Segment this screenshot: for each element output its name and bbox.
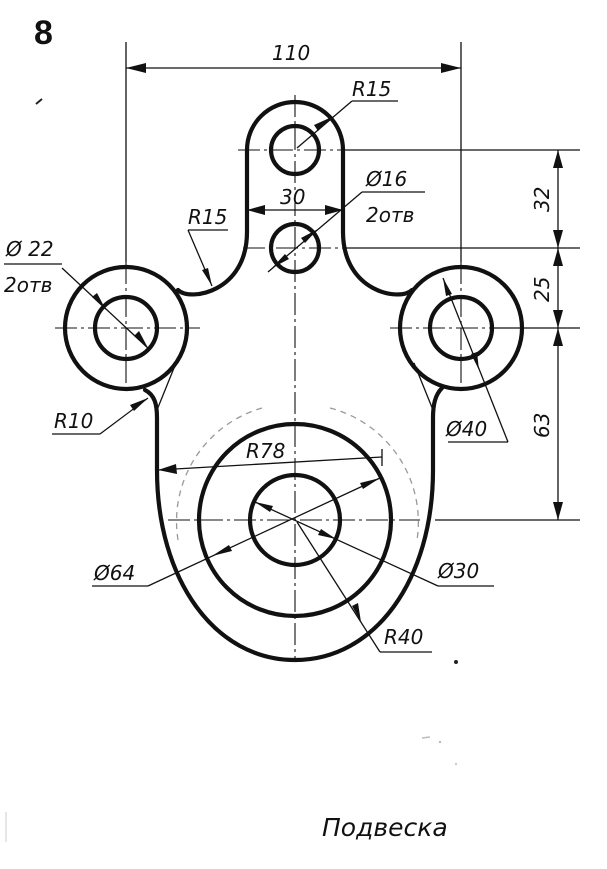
dimension-r10: R10 (52, 397, 149, 435)
dim-r15-left-label: R15 (188, 205, 227, 229)
dimension-vertical-right: 32 25 63 (343, 149, 580, 521)
dimension-r40: R40 (296, 521, 432, 653)
dimension-r78: R78 (157, 439, 383, 478)
dim-25-label: 25 (530, 277, 554, 302)
dim-dia16-label: Ø16 (365, 167, 407, 191)
dim-dia40-label: Ø40 (445, 417, 487, 441)
dim-110-label: 110 (272, 41, 310, 65)
dim-dia22-count: 2отв (4, 273, 52, 297)
dimension-30: 30 (247, 185, 343, 215)
drawing-title: Подвеска (322, 813, 448, 842)
dimension-dia64: Ø64 (92, 477, 381, 587)
dim-30-label: 30 (280, 185, 305, 209)
dim-r40-label: R40 (384, 625, 423, 649)
dimension-dia30: Ø30 (254, 501, 494, 587)
dim-r10-label: R10 (54, 409, 93, 433)
dim-63-label: 63 (530, 413, 554, 438)
dim-dia16-count: 2отв (366, 203, 414, 227)
dimension-dia40: Ø40 (442, 277, 509, 443)
dimension-110: 110 (125, 41, 462, 262)
scan-specks (5, 98, 458, 842)
figure-number: 8 (34, 14, 53, 52)
dim-dia30-label: Ø30 (437, 559, 479, 583)
dimension-r15-top: R15 (296, 77, 398, 149)
dim-dia64-label: Ø64 (93, 561, 135, 585)
dim-r15-top-label: R15 (352, 77, 391, 101)
dimension-r15-left: R15 (187, 205, 228, 287)
dimension-dia16: Ø16 2отв (267, 167, 425, 273)
dimension-dia22: Ø 22 2отв (4, 237, 151, 351)
dim-dia22-label: Ø 22 (5, 237, 54, 261)
dim-r78-label: R78 (246, 439, 285, 463)
dim-32-label: 32 (530, 187, 554, 212)
construction-arcs (175, 407, 419, 541)
